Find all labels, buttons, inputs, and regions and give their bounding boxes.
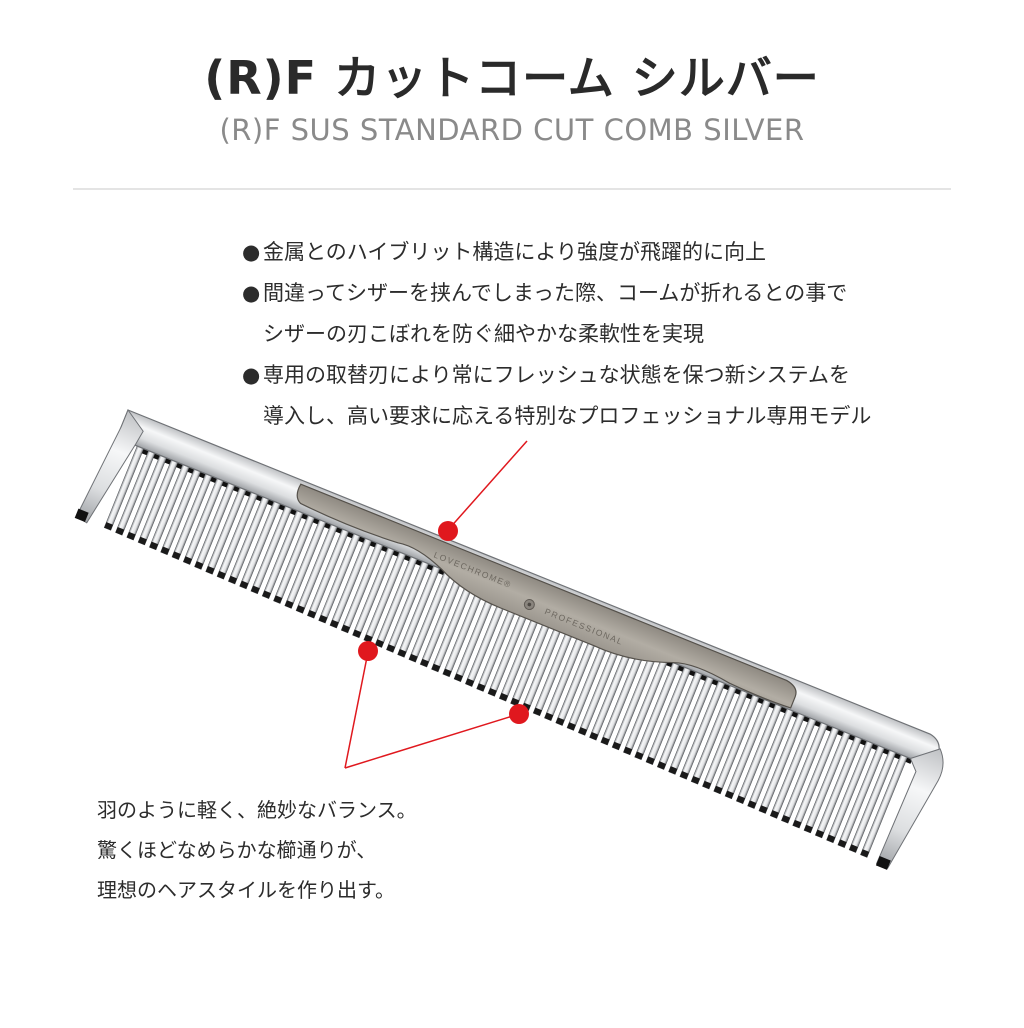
- feature-text: 金属とのハイブリット構造により強度が飛躍的に向上: [263, 240, 766, 264]
- feature-item: ●専用の取替刃により常にフレッシュな状態を保つ新システムを: [242, 355, 871, 396]
- feature-list: ●金属とのハイブリット構造により強度が飛躍的に向上 ●間違ってシザーを挟んでしま…: [242, 232, 871, 437]
- feature-text: 間違ってシザーを挟んでしまった際、コームが折れるとの事で: [263, 281, 848, 305]
- feature-item: ●間違ってシザーを挟んでしまった際、コームが折れるとの事で: [242, 273, 871, 314]
- callout-dot-teeth-a: [358, 641, 378, 661]
- feature-text: 導入し、高い要求に応える特別なプロフェッショナル専用モデル: [263, 404, 872, 428]
- callout-dot-insert: [438, 521, 458, 541]
- page-subtitle: (R)F SUS STANDARD CUT COMB SILVER: [219, 113, 805, 147]
- bullet-icon: ●: [242, 363, 261, 387]
- feature-item-continuation: シザーの刃こぼれを防ぐ細やかな柔軟性を実現: [242, 314, 871, 355]
- callout-line-teeth-b: [344, 713, 520, 769]
- tagline-line: 驚くほどなめらかな櫛通りが、: [97, 838, 377, 862]
- bullet-icon: ●: [242, 240, 261, 264]
- callout-line-teeth-a: [344, 651, 369, 769]
- tagline: 羽のように軽く、絶妙なバランス。 驚くほどなめらかな櫛通りが、 理想のヘアスタイ…: [97, 790, 417, 910]
- callout-annotations: [344, 440, 529, 769]
- feature-item: ●金属とのハイブリット構造により強度が飛躍的に向上: [242, 232, 871, 273]
- header-divider: [73, 188, 951, 190]
- page-title: (R)F カットコーム シルバー: [204, 51, 820, 105]
- bullet-icon: ●: [242, 281, 261, 305]
- tagline-line: 羽のように軽く、絶妙なバランス。: [97, 798, 417, 822]
- feature-item-continuation: 導入し、高い要求に応える特別なプロフェッショナル専用モデル: [242, 396, 871, 437]
- feature-text: シザーの刃こぼれを防ぐ細やかな柔軟性を実現: [263, 322, 704, 346]
- callout-dot-teeth-b: [509, 704, 529, 724]
- callout-line-insert: [447, 440, 528, 531]
- tagline-line: 理想のヘアスタイルを作り出す。: [97, 878, 395, 902]
- feature-text: 専用の取替刃により常にフレッシュな状態を保つ新システムを: [263, 363, 850, 387]
